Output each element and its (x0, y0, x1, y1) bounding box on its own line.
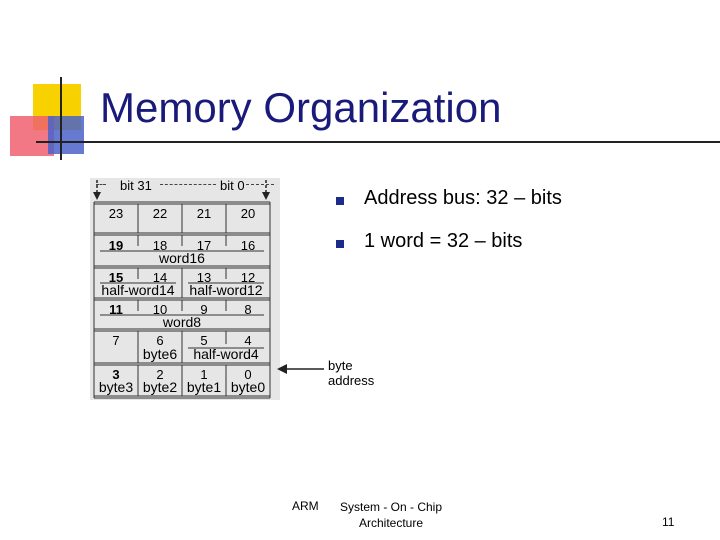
cell-9: 9 (200, 302, 208, 317)
cell-17: 17 (196, 238, 212, 253)
bullet-word-size: 1 word = 32 – bits (364, 230, 523, 252)
header-bit31-label: bit 31 (120, 178, 152, 193)
cell-0: 0 (244, 367, 252, 382)
cell-3: 3 (112, 367, 120, 382)
label-byte3: byte3 (98, 379, 134, 395)
label-half-word4: half-word4 (193, 346, 259, 362)
cell-15: 15 (108, 270, 124, 285)
cell-2: 2 (156, 367, 164, 382)
cell-20: 20 (240, 206, 256, 221)
byte-address-line1: byte (328, 358, 353, 373)
cell-1: 1 (200, 367, 208, 382)
bullet-marker-icon (336, 197, 344, 205)
bullet-address-bus: Address bus: 32 – bits (364, 187, 562, 209)
memory-diagram: bit 31 bit 0 (90, 178, 280, 400)
cell-19: 19 (108, 238, 124, 253)
header-dash-right (246, 184, 274, 185)
title-decoration-red (10, 116, 54, 156)
cell-14: 14 (152, 270, 168, 285)
label-byte6: byte6 (142, 346, 178, 362)
cell-10: 10 (152, 302, 168, 317)
cell-8: 8 (244, 302, 252, 317)
title-decoration-vertical-line (60, 77, 62, 160)
cell-18: 18 (152, 238, 168, 253)
footer-left: ARM (292, 499, 319, 513)
footer-center-line1: System - On - Chip (340, 500, 443, 514)
label-byte2: byte2 (142, 379, 178, 395)
cell-5: 5 (200, 333, 208, 348)
footer-center: System - On - Chip Architecture (340, 499, 442, 531)
page-number: 11 (662, 515, 675, 529)
diagram-lines (93, 180, 271, 399)
cell-11: 11 (109, 302, 123, 317)
title-decoration-blue (48, 116, 84, 154)
cell-6: 6 (156, 333, 164, 348)
label-word8: word8 (162, 314, 202, 330)
cell-16: 16 (240, 238, 256, 253)
cell-12: 12 (240, 270, 256, 285)
header-dash-left (96, 184, 106, 185)
byte-address-line2: address (328, 373, 375, 388)
byte-address-label: byte address (328, 358, 374, 388)
label-half-word14: half-word14 (101, 282, 175, 298)
slide-title: Memory Organization (100, 84, 502, 131)
label-byte1: byte1 (186, 379, 222, 395)
header-bit0-label: bit 0 (220, 178, 245, 193)
label-word16: word16 (159, 250, 205, 266)
label-half-word12: half-word12 (189, 282, 263, 298)
bullet-marker-icon (336, 240, 344, 248)
cell-4: 4 (244, 333, 252, 348)
cell-13: 13 (196, 270, 212, 285)
label-byte0: byte0 (230, 379, 266, 395)
title-underline (36, 141, 720, 143)
cell-22: 22 (152, 206, 168, 221)
footer-center-line2: Architecture (359, 516, 424, 530)
cell-23: 23 (108, 206, 124, 221)
cell-7: 7 (112, 333, 120, 348)
header-dash-middle (160, 184, 216, 185)
cell-21: 21 (196, 206, 212, 221)
byte-address-arrow-icon (277, 364, 324, 374)
